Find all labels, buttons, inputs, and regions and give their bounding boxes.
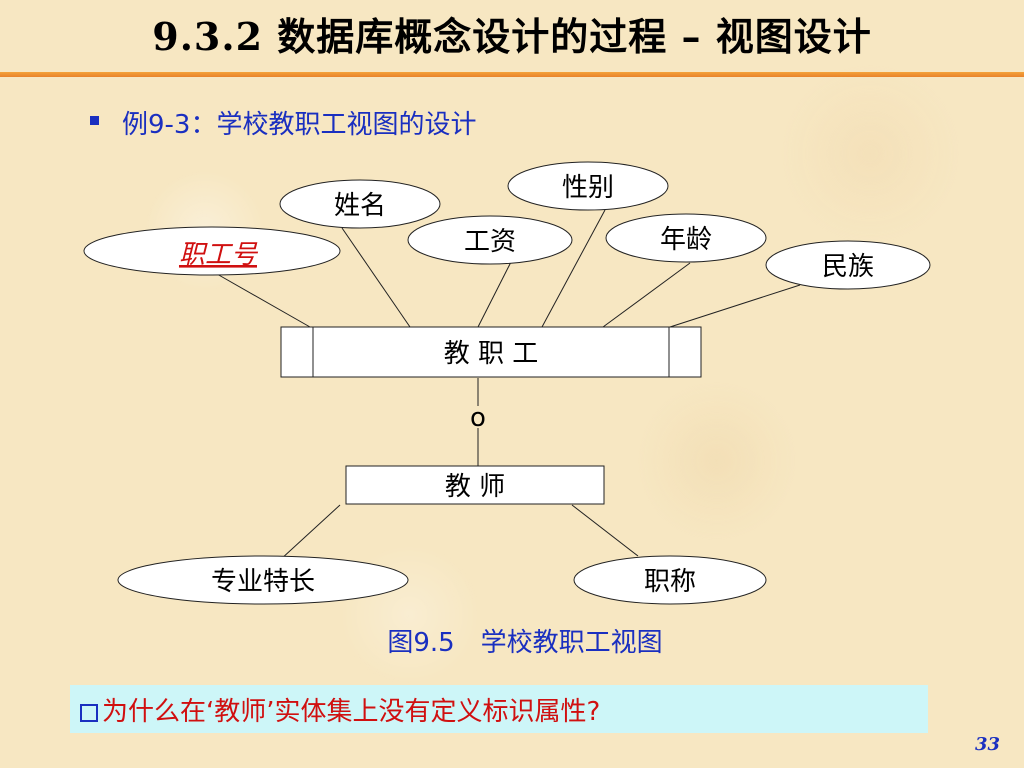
line-specialty: [279, 504, 341, 561]
checkbox-square-icon: [80, 704, 98, 722]
attribute-ethnicity: 民族: [822, 252, 874, 282]
attribute-salary: 工资: [464, 227, 516, 257]
attribute-staff-id-ellipse: [83, 226, 341, 276]
attribute-name-ellipse: [279, 179, 441, 229]
attribute-gender: 性别: [562, 173, 614, 203]
attribute-gender-ellipse: [507, 161, 669, 211]
page-number: 33: [974, 734, 1000, 755]
line-gender: [541, 209, 606, 328]
example-heading: 例9-3：学校教职工视图的设计: [122, 110, 477, 140]
question-line: 为什么在‘教师’实体集上没有定义标识属性?: [80, 691, 600, 728]
attribute-age: 年龄: [660, 225, 712, 255]
attribute-title-ellipse: [573, 555, 767, 605]
line-salary: [477, 259, 513, 328]
attribute-specialty: 专业特长: [211, 567, 315, 597]
entity-staff-box: [280, 326, 702, 378]
line-age: [602, 262, 691, 328]
attribute-staff-id: 职工号: [179, 240, 259, 270]
slide-title: 9.3.2 数据库概念设计的过程 – 视图设计: [152, 14, 872, 59]
entity-teacher-box: [345, 465, 605, 505]
bullet-square-icon: [90, 116, 99, 125]
figure-caption: 图9.5 学校教职工视图: [387, 628, 663, 658]
question-text: 为什么在‘教师’实体集上没有定义标识属性?: [102, 697, 601, 727]
isa-marker: o: [470, 403, 486, 433]
attribute-name: 姓名: [334, 191, 386, 221]
attribute-ethnicity-ellipse: [765, 240, 931, 290]
line-staff-id: [209, 269, 311, 328]
question-box: 为什么在‘教师’实体集上没有定义标识属性?: [70, 685, 928, 733]
attribute-title: 职称: [644, 567, 696, 597]
line-title: [571, 504, 639, 557]
attribute-specialty-ellipse: [117, 555, 409, 605]
title-underline: [0, 72, 1024, 77]
attribute-age-ellipse: [605, 213, 767, 263]
line-name: [341, 227, 411, 328]
entity-staff-label: 教 职 工: [444, 339, 539, 369]
line-ethnicity: [669, 284, 801, 328]
attribute-salary-ellipse: [407, 215, 573, 265]
entity-teacher-label: 教 师: [445, 472, 505, 502]
